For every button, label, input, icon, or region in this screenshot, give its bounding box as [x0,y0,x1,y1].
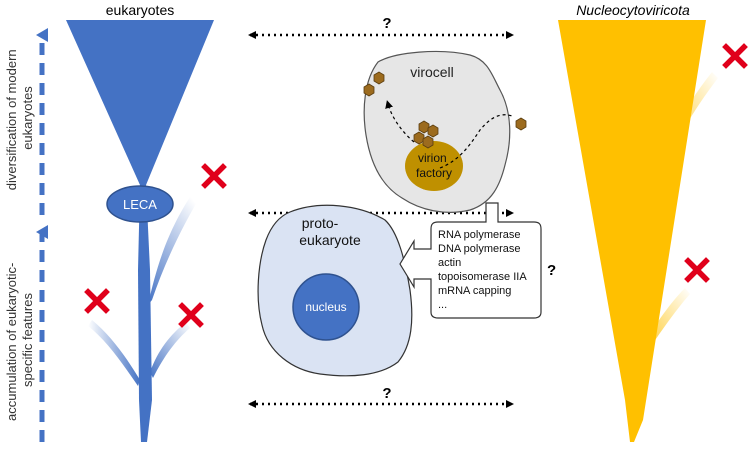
gene-callout [399,202,542,319]
axis-label-diversification: diversification of modern eukaryotes [4,46,35,191]
question-mark-top: ? [382,15,391,32]
virion-entry-path [439,114,513,169]
virion-icon [418,120,430,134]
extinction-x-icon [88,292,106,310]
extinct-branch-lower-right [150,322,190,378]
virion-icon [363,83,375,97]
eukaryote-trunk [138,185,152,442]
leca-label: LECA [123,197,157,212]
extinction-x-icon [688,261,706,279]
extinction-x-icon [726,47,744,65]
eukaryotes-title: eukaryotes [106,2,174,18]
axis-label-accumulation: accumulation of eukaryotic- specific fea… [4,259,35,421]
extinct-branch-lower-left [88,320,140,386]
question-mark-genes: ? [547,262,556,279]
leca-node [106,185,174,223]
virus-extinct-branch-lower [636,288,690,362]
virus-cone [558,20,706,442]
virocell-label: virocell [410,64,454,80]
nucleus-label: nucleus [305,300,346,314]
nucleus [292,273,360,341]
extinction-x-icon [182,306,200,324]
virion-icon [427,124,439,138]
extinct-branch-upper [148,185,204,305]
extinction-x-icon [205,167,223,185]
virion-icon [422,135,434,149]
nucleocytoviricota-title: Nucleocytoviricota [576,2,690,18]
virion-icon [413,131,425,145]
virion-factory [405,141,463,191]
virion-exit-path [385,100,415,143]
virion-icon [515,117,527,131]
virion-icon [373,71,385,85]
virus-extinct-branch-upper [658,72,718,166]
protoeukaryote-label: proto- eukaryote [299,215,361,248]
eukaryote-cone [66,20,214,185]
gene-list: RNA polymerase DNA polymerase actin topo… [438,229,529,311]
virion-factory-label: virion factory [416,151,452,180]
question-mark-bottom: ? [382,385,391,402]
